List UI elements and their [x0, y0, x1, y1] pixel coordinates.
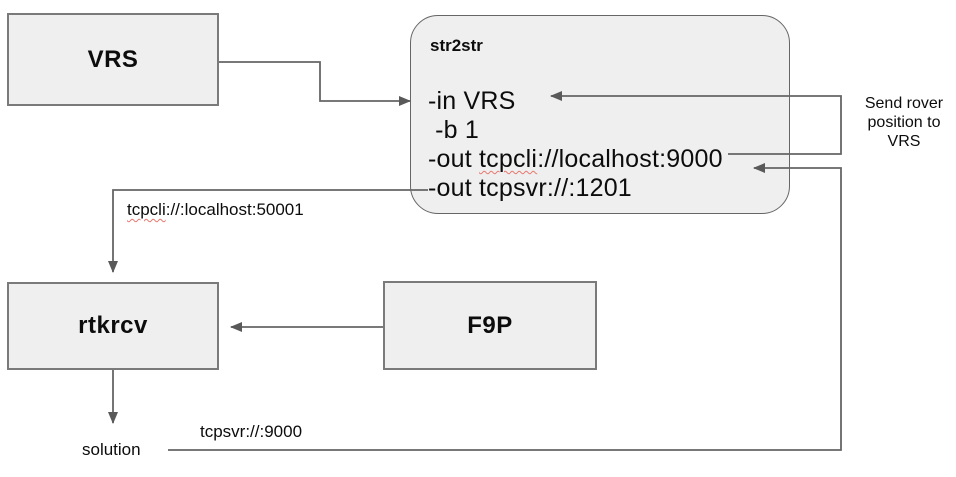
str2str-cmd-in: -in VRS — [428, 87, 516, 115]
edge-vrs-to-str2str — [219, 61, 411, 106]
f9p-node-label: F9P — [467, 311, 513, 339]
edge-label-tcpcli-50001-proto: tcpcli — [127, 200, 166, 219]
str2str-command-lines: -in VRS -b 1 -out tcpcli://localhost:900… — [428, 87, 723, 203]
vrs-node-label: VRS — [87, 45, 139, 73]
str2str-cmd-out1-prefix: -out — [428, 145, 480, 173]
str2str-cmd-out-tcpcli: -out tcpcli://localhost:9000 — [428, 145, 723, 174]
rtkrcv-node-label: rtkrcv — [78, 312, 148, 339]
send-rover-note: Send rover position to VRS — [864, 95, 944, 150]
str2str-node: str2str -in VRS -b 1 -out tcpcli://local… — [410, 15, 790, 214]
solution-label: solution — [82, 440, 141, 459]
str2str-cmd-out1-proto: tcpcli — [479, 145, 538, 173]
edge-label-tcpcli-50001-rest: ://:localhost:50001 — [165, 200, 304, 219]
str2str-cmd-out1-rest: ://localhost:9000 — [537, 145, 723, 173]
f9p-node: F9P — [383, 281, 597, 370]
str2str-cmd-out-tcpsvr: -out tcpsvr://:1201 — [428, 174, 632, 202]
str2str-cmd-b: -b 1 — [428, 116, 480, 144]
rtkrcv-node: rtkrcv — [7, 282, 219, 370]
str2str-node-title: str2str — [430, 36, 483, 55]
vrs-node: VRS — [7, 13, 219, 106]
edge-label-tcpsvr-9000: tcpsvr://:9000 — [200, 422, 303, 441]
edge-label-tcpcli-50001: tcpcli://:localhost:50001 — [127, 200, 304, 220]
